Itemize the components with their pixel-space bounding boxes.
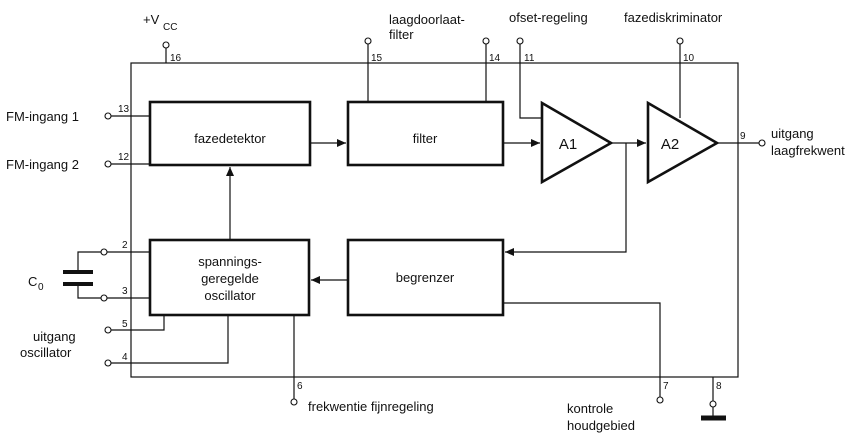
pin2-number: 2 [122, 240, 128, 251]
fm2-terminal [104, 160, 112, 168]
pin14-terminal [482, 37, 490, 45]
limiter-block [346, 238, 505, 317]
amplifier-a1-label: A1 [559, 136, 577, 153]
c0-subscript: 0 [38, 282, 44, 293]
lowpass-label: laagdoorlaat- [389, 12, 465, 27]
phase-detector-label: fazedetektor [194, 131, 266, 146]
pin7-lead [503, 302, 661, 397]
ground-terminal [709, 400, 717, 408]
limiter-to-vco-arrow [311, 276, 320, 284]
pin5-terminal [104, 326, 112, 334]
vco-label-1: spannings- [198, 254, 262, 269]
cap-lead-top [77, 251, 150, 272]
freq-label: frekwentie fijnregeling [308, 399, 434, 414]
amplifier-a1 [540, 100, 614, 185]
ctrl-label-2: houdgebied [567, 418, 635, 433]
a1-to-limiter-arrow [505, 248, 514, 256]
pin11-lead [519, 44, 542, 119]
pin5-lead [111, 315, 165, 331]
pin13-number: 13 [118, 104, 130, 115]
phase-detector-block [148, 100, 312, 167]
pin2-terminal [100, 248, 108, 256]
pin11-number: 11 [524, 53, 535, 64]
output-label-2: laagfrekwent [771, 143, 845, 158]
fm1-label: FM-ingang 1 [6, 109, 79, 124]
pin9-number: 9 [740, 131, 746, 142]
a1-to-a2-arrow [637, 139, 646, 147]
amplifier-a2-label: A2 [661, 136, 679, 153]
ic-outline [130, 62, 739, 378]
pin7-number: 7 [663, 381, 669, 392]
pin14-number: 14 [489, 53, 501, 64]
amplifier-a2 [646, 100, 720, 185]
output-label: uitgang [771, 126, 814, 141]
a1-to-limiter-wire [505, 143, 627, 253]
pin3-number: 3 [122, 286, 128, 297]
limiter-label: begrenzer [396, 270, 455, 285]
osc-out-label-2: oscillator [20, 345, 72, 360]
vcc-label: +V [143, 12, 160, 27]
phasedisc-terminal [676, 37, 684, 45]
pin4-terminal [104, 359, 112, 367]
filter-block [346, 100, 505, 167]
c0-label: C [28, 274, 37, 289]
offset-label: ofset-regeling [509, 10, 588, 25]
pin15-terminal [364, 37, 372, 45]
fm2-label: FM-ingang 2 [6, 157, 79, 172]
cap-lead-bottom [77, 284, 150, 299]
output-terminal [758, 139, 766, 147]
ctrl-label: kontrole [567, 401, 613, 416]
filter-to-a1-arrow [531, 139, 540, 147]
vcc-terminal [162, 41, 170, 49]
pin10-number: 10 [683, 53, 695, 64]
osc-out-label: uitgang [33, 329, 76, 344]
pin15-number: 15 [371, 53, 383, 64]
pin4-lead [111, 315, 229, 364]
offset-terminal [516, 37, 524, 45]
ctrl-terminal [656, 396, 664, 404]
pin5-number: 5 [122, 319, 128, 330]
filter-label: filter [413, 131, 438, 146]
pin3-terminal [100, 294, 108, 302]
pin8-number: 8 [716, 381, 722, 392]
fm1-terminal [104, 112, 112, 120]
pin12-number: 12 [118, 152, 130, 163]
pd-to-filter-arrow [337, 139, 346, 147]
pin6-number: 6 [297, 381, 303, 392]
phasedisc-label: fazediskriminator [624, 10, 723, 25]
vcc-subscript: CC [163, 22, 177, 33]
vco-label-2: geregelde [201, 271, 259, 286]
freq-terminal [290, 398, 298, 406]
pin4-number: 4 [122, 352, 128, 363]
vco-to-pd-arrow [226, 167, 234, 176]
vco-label-3: oscillator [204, 288, 256, 303]
lowpass-label-2: filter [389, 27, 414, 42]
pin16-number: 16 [170, 53, 182, 64]
